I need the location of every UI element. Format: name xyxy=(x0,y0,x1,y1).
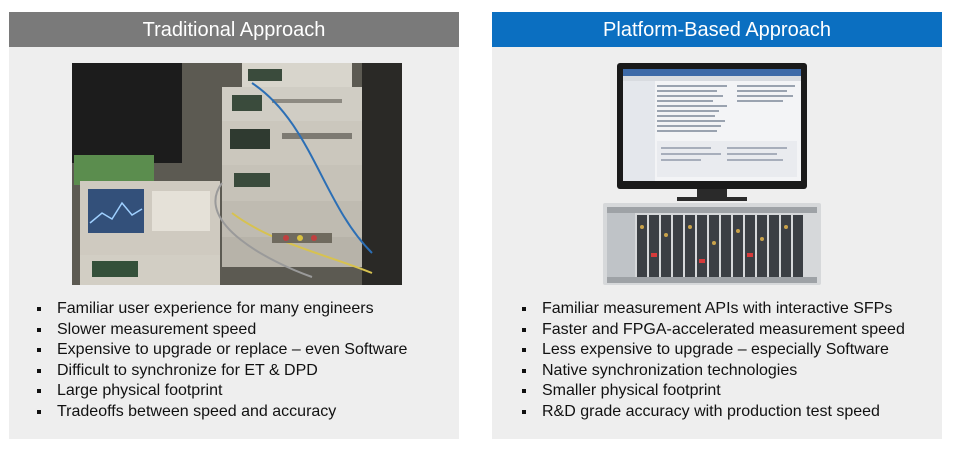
panel-body: Familiar measurement APIs with interacti… xyxy=(492,47,942,439)
bullet-list: Familiar measurement APIs with interacti… xyxy=(518,299,905,423)
bullet-list: Familiar user experience for many engine… xyxy=(33,299,407,423)
list-item: Tradeoffs between speed and accuracy xyxy=(33,402,407,423)
list-item: Familiar measurement APIs with interacti… xyxy=(518,299,905,320)
list-item: Large physical footprint xyxy=(33,381,407,402)
bench-instruments-photo xyxy=(72,63,402,285)
panel-body: Familiar user experience for many engine… xyxy=(9,47,459,439)
traditional-approach-panel: Traditional Approach xyxy=(9,12,459,439)
list-item: Native synchronization technologies xyxy=(518,361,905,382)
pxi-system-with-monitor-photo xyxy=(603,63,821,285)
panel-title: Platform-Based Approach xyxy=(492,12,942,47)
list-item: Faster and FPGA-accelerated measurement … xyxy=(518,320,905,341)
list-item: Difficult to synchronize for ET & DPD xyxy=(33,361,407,382)
list-item: R&D grade accuracy with production test … xyxy=(518,402,905,423)
list-item: Familiar user experience for many engine… xyxy=(33,299,407,320)
panel-title: Traditional Approach xyxy=(9,12,459,47)
platform-based-approach-panel: Platform-Based Approach xyxy=(492,12,942,439)
list-item: Less expensive to upgrade – especially S… xyxy=(518,340,905,361)
list-item: Expensive to upgrade or replace – even S… xyxy=(33,340,407,361)
list-item: Slower measurement speed xyxy=(33,320,407,341)
list-item: Smaller physical footprint xyxy=(518,381,905,402)
